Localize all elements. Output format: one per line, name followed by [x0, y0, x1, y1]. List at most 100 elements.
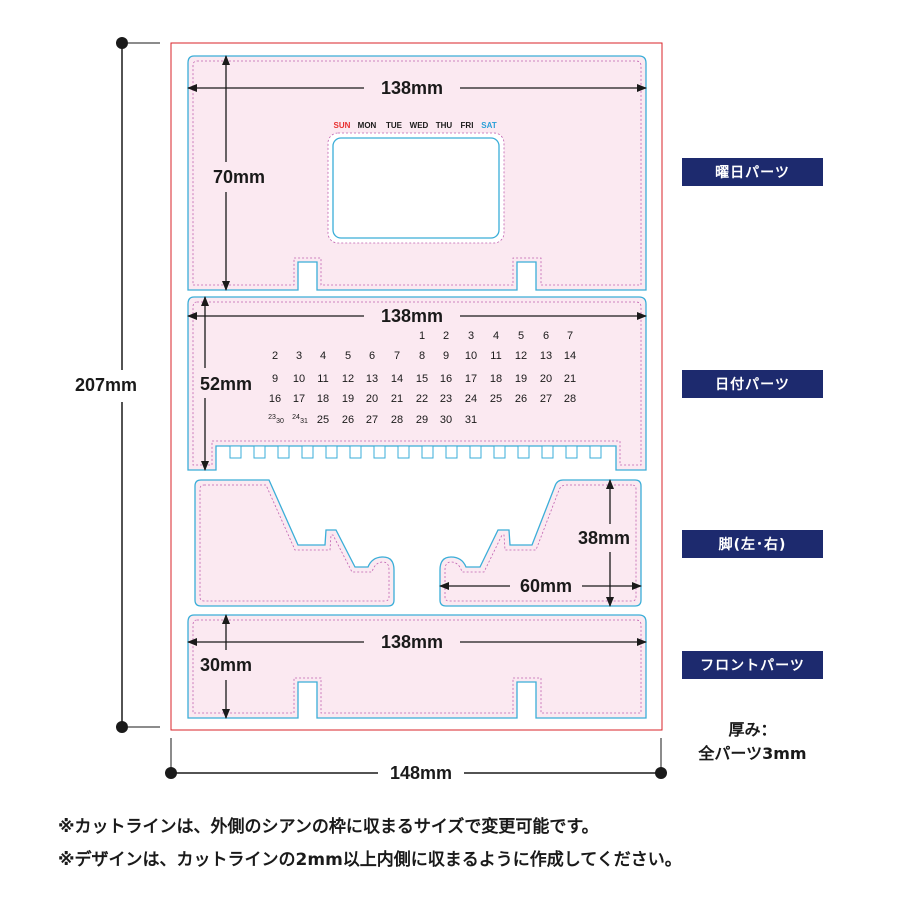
date-slot	[253, 445, 266, 459]
calendar-date: 25	[490, 393, 502, 405]
calendar-date: 23	[440, 393, 452, 405]
note-cut-line: ※カットラインは、外側のシアンの枠に収まるサイズで変更可能です。	[58, 817, 599, 837]
weekday-width-label: 138mm	[381, 78, 443, 98]
calendar-date: 10	[293, 373, 305, 385]
calendar-date: 19	[342, 393, 354, 405]
total-width-dimension: 148mm	[165, 738, 667, 783]
calendar-date: 7	[394, 350, 400, 362]
calendar-date: 11	[317, 373, 328, 385]
calendar-date: 5	[345, 350, 351, 362]
calendar-date: 9	[272, 373, 278, 385]
date-width-label: 138mm	[381, 306, 443, 326]
date-slot	[373, 445, 386, 459]
date-slot	[493, 445, 506, 459]
date-slot	[301, 445, 314, 459]
thickness-note: 厚み： 全パーツ3mm	[680, 718, 825, 766]
calendar-date: 8	[419, 350, 425, 362]
total-width-label: 148mm	[390, 763, 452, 783]
calendar-date: 7	[567, 330, 573, 342]
total-height-label: 207mm	[75, 375, 137, 395]
calendar-date: 1	[419, 330, 425, 342]
thickness-title: 厚み：	[728, 720, 777, 739]
date-slot	[421, 445, 434, 459]
calendar-date: 2	[443, 330, 449, 342]
front-part: 138mm 30mm	[187, 614, 647, 719]
date-slot	[565, 445, 578, 459]
svg-text:31: 31	[300, 418, 308, 425]
calendar-date: 3	[468, 330, 474, 342]
tag-front-part: フロントパーツ	[682, 651, 823, 679]
date-slot	[277, 445, 290, 459]
calendar-date: 28	[391, 414, 403, 426]
calendar-date: 20	[366, 393, 378, 405]
date-slot	[541, 445, 554, 459]
calendar-date: 12	[342, 373, 354, 385]
calendar-date: 20	[540, 373, 552, 385]
total-height-dimension: 207mm	[75, 37, 160, 733]
weekday-height-label: 70mm	[213, 167, 265, 187]
calendar-date: 6	[369, 350, 375, 362]
calendar-date: 31	[465, 414, 477, 426]
calendar-date: 21	[564, 373, 576, 385]
svg-text:24: 24	[292, 414, 300, 421]
calendar-date: 5	[518, 330, 524, 342]
thickness-value: 全パーツ3mm	[698, 744, 807, 763]
calendar-date: 10	[465, 350, 477, 362]
calendar-date: 12	[515, 350, 527, 362]
weekday-tue: TUE	[386, 121, 403, 130]
date-slot	[229, 445, 242, 459]
calendar-date: 27	[366, 414, 378, 426]
calendar-date: 15	[416, 373, 428, 385]
calendar-date: 14	[564, 350, 576, 362]
weekday-sat: SAT	[481, 121, 497, 130]
date-slot	[325, 445, 338, 459]
calendar-date: 4	[493, 330, 499, 342]
leg-width-label: 60mm	[520, 576, 572, 596]
tag-weekday-part: 曜日パーツ	[682, 158, 823, 186]
left-leg-part	[194, 479, 395, 607]
calendar-date: 18	[490, 373, 502, 385]
calendar-date: 26	[342, 414, 354, 426]
calendar-date: 28	[564, 393, 576, 405]
front-width-label: 138mm	[381, 632, 443, 652]
calendar-date: 19	[515, 373, 527, 385]
calendar-date: 9	[443, 350, 449, 362]
weekday-wed: WED	[410, 121, 429, 130]
calendar-date: 21	[391, 393, 403, 405]
calendar-date: 3	[296, 350, 302, 362]
date-slot	[589, 445, 602, 459]
sheet-outline	[170, 42, 663, 731]
tag-leg-part: 脚(左･右)	[682, 530, 823, 558]
calendar-date: 22	[416, 393, 428, 405]
tag-date-part: 日付パーツ	[682, 370, 823, 398]
weekday-fri: FRI	[461, 121, 474, 130]
date-slots	[229, 445, 602, 459]
leg-height-label: 38mm	[578, 528, 630, 548]
date-slot	[349, 445, 362, 459]
calendar-date: 24	[465, 393, 477, 405]
weekday-mon: MON	[358, 121, 377, 130]
note-design-margin: ※デザインは、カットラインの2mm以上内側に収まるように作成してください。	[58, 850, 682, 870]
calendar-date: 16	[440, 373, 452, 385]
calendar-date: 25	[317, 414, 329, 426]
date-slot	[397, 445, 410, 459]
calendar-date: 4	[320, 350, 326, 362]
calendar-date: 18	[317, 393, 329, 405]
date-slot	[517, 445, 530, 459]
calendar-date: 26	[515, 393, 527, 405]
weekday-sun: SUN	[334, 121, 351, 130]
calendar-date: 13	[366, 373, 378, 385]
right-leg-part: 38mm 60mm	[439, 479, 642, 607]
calendar-date: 13	[540, 350, 552, 362]
date-slot	[469, 445, 482, 459]
calendar-date: 2	[272, 350, 278, 362]
calendar-date: 29	[416, 414, 428, 426]
calendar-date: 14	[391, 373, 403, 385]
calendar-date: 17	[465, 373, 477, 385]
